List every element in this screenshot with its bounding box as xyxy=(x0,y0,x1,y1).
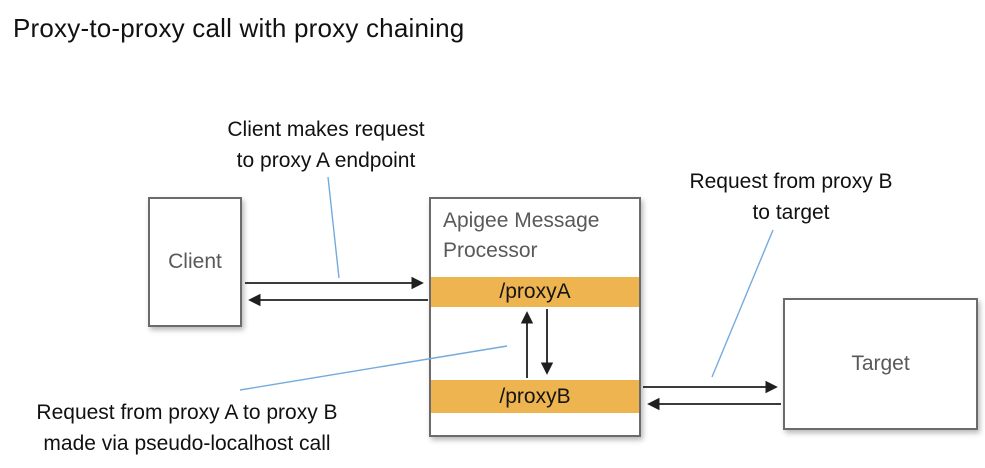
target-box-label: Target xyxy=(851,352,910,375)
client-box: Client xyxy=(148,197,242,327)
annotation-proxy-b-to-target-line1: Request from proxy B xyxy=(689,170,893,193)
annotation-proxy-a-to-proxy-b-line1: Request from proxy A to proxy B xyxy=(36,401,338,424)
annotation-client-request-line2: to proxy A endpoint xyxy=(236,149,416,172)
annotation-client-request: Client makes request to proxy A endpoint xyxy=(195,114,457,176)
annotation-proxy-a-to-proxy-b: Request from proxy A to proxy B made via… xyxy=(8,397,366,459)
diagram-title: Proxy-to-proxy call with proxy chaining xyxy=(13,13,465,43)
annotation-client-request-line1: Client makes request xyxy=(227,118,425,141)
leader-proxy-b-to-target xyxy=(711,229,774,378)
endpoint-proxy-a: /proxyA xyxy=(431,277,639,307)
annotation-proxy-b-to-target-line2: to target xyxy=(752,201,830,224)
leader-client-request xyxy=(327,176,340,279)
annotation-proxy-a-to-proxy-b-line2: made via pseudo-localhost call xyxy=(43,432,331,455)
client-box-label: Client xyxy=(168,250,222,273)
annotation-proxy-b-to-target: Request from proxy B to target xyxy=(660,166,922,228)
processor-box-label: Apigee Message Processor xyxy=(443,209,600,262)
target-box: Target xyxy=(783,298,978,430)
endpoint-proxy-b: /proxyB xyxy=(431,380,639,413)
processor-box: Apigee Message Processor /proxyA /proxyB xyxy=(429,197,641,437)
